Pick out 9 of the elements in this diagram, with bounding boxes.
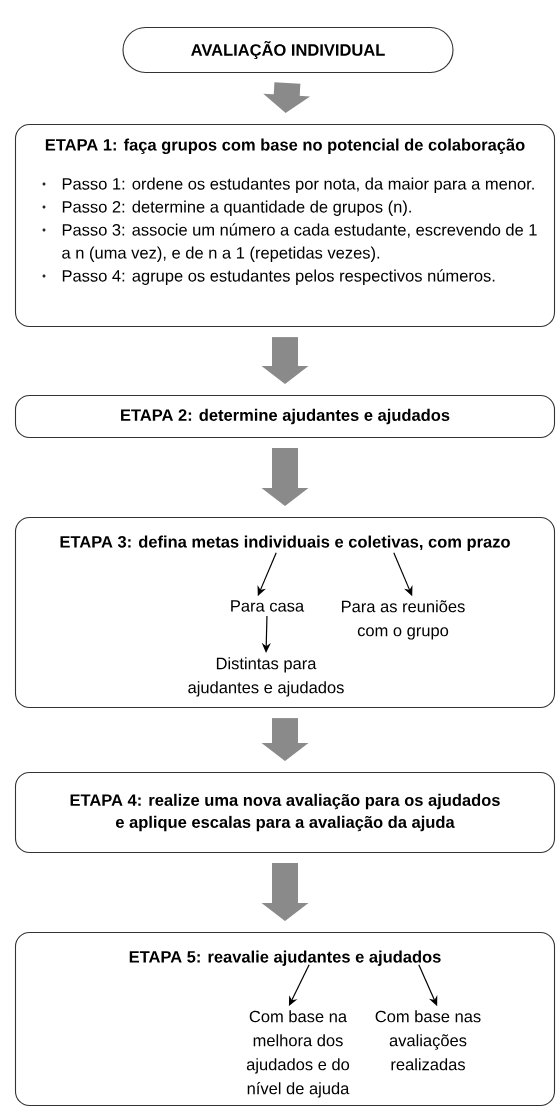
rounded-box: ETAPA 1: faça grupos com base no potencial de colaboração Passo 1: ordene os estudantes por nota, da maior para a menor. Passo 2: determine a quantidade de grupos (n). Passo 3: associe um número a cada estudante, escrevendo de 1 a n (uma vez), e de n a 1 (repetidas vezes). Passo 4: agrupe os estudantes pelos respectivos números. — [14, 124, 556, 328]
rounded-box: AVALIAÇÃO INDIVIDUAL — [122, 27, 454, 74]
branch-text: Para casa — [231, 600, 305, 612]
rounded-box: ETAPA 4: realize uma nova avaliação para os ajudados e aplique escalas para a avaliação da ajuda — [14, 772, 556, 854]
branch-text: Com base nas avaliações realizadas — [375, 1010, 481, 1071]
branch-text: Distintas para ajudantes e ajudados — [188, 657, 344, 697]
branch-text: Para as reuniões com o grupo — [342, 600, 465, 640]
branch-text: Com base na melhora dos ajudados e do nível de ajuda — [246, 1010, 350, 1098]
rounded-box: ETAPA 2: determine ajudantes e ajudados — [14, 395, 556, 439]
